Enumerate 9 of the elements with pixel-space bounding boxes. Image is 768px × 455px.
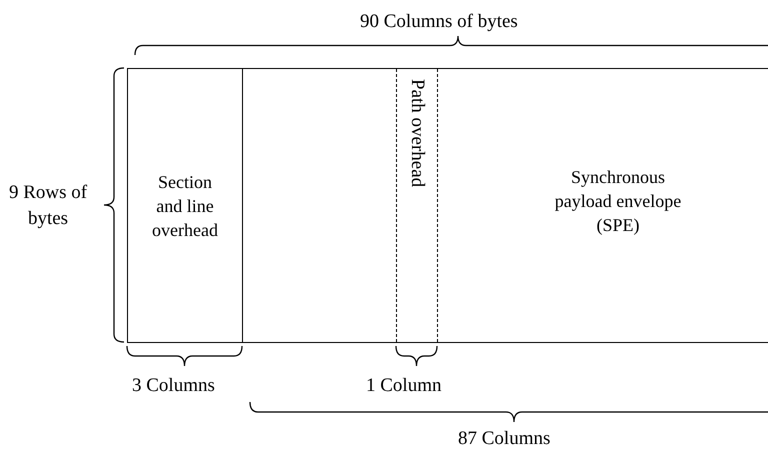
spe-label: Synchronous payload envelope (SPE) (554, 166, 682, 237)
dimension-label: 9 Rows of bytes (8, 181, 88, 231)
dimension-label: 3 Columns (132, 374, 215, 398)
dimension-label: 90 Columns of bytes (360, 10, 518, 34)
frame-box (127, 68, 768, 343)
section-label: Section and line overhead (151, 170, 219, 242)
dimension-label: 1 Column (366, 374, 442, 398)
dimension-label: 87 Columns (458, 427, 550, 451)
path-overhead-label: Path overhead (406, 79, 428, 190)
